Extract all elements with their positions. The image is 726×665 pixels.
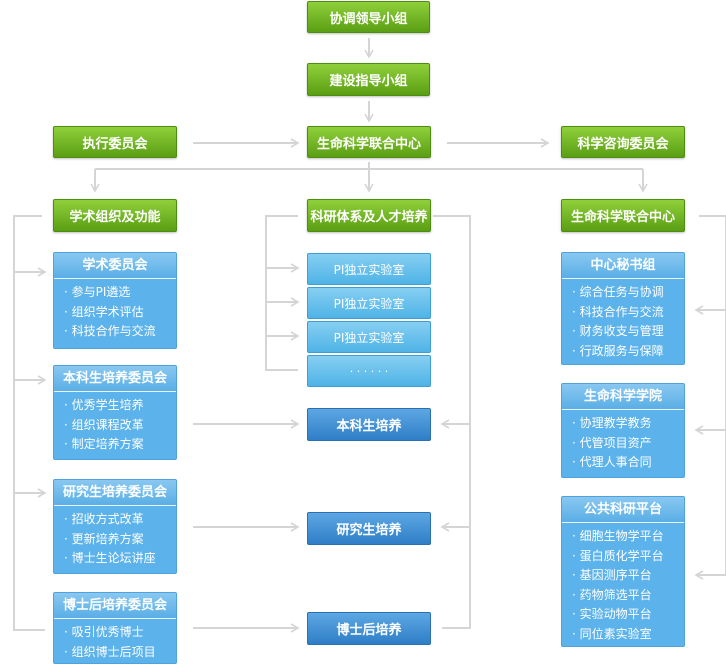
- life-science-center-node: 生命科学联合中心: [307, 126, 431, 158]
- list-item: · 组织学术评估: [64, 304, 144, 319]
- list-item: · 科技合作与交流: [572, 304, 664, 319]
- pi-lab-node: PI独立实验室: [307, 287, 431, 319]
- life-science-school-panel: 生命科学学院 · 协理教学教务 · 代管项目资产 · 代理人事合同: [561, 383, 685, 478]
- list-item: · 博士生论坛讲座: [64, 551, 156, 565]
- list-item: · 招收方式改革: [64, 512, 144, 526]
- list-item: · 细胞生物学平台: [572, 529, 664, 543]
- list-item: · 组织课程改革: [64, 417, 144, 432]
- graduate-training-node: 研究生培养: [307, 512, 431, 545]
- postdoc-committee-panel: 博士后培养委员会 · 吸引优秀博士 · 组织博士后项目: [53, 592, 177, 664]
- list-item: · 组织博士后项目: [64, 644, 156, 659]
- panel-title: 博士后培养委员会: [54, 593, 176, 619]
- academic-org-node: 学术组织及功能: [53, 199, 177, 232]
- list-item: · 蛋白质化学平台: [572, 548, 664, 563]
- list-item: · 代管项目资产: [572, 435, 652, 450]
- advisory-committee-node: 科学咨询委员会: [561, 126, 685, 158]
- life-science-center-node-2: 生命科学联合中心: [561, 199, 685, 232]
- list-item: · 科技合作与交流: [64, 324, 156, 338]
- academic-committee-panel: 学术委员会 · 参与PI遴选 · 组织学术评估 · 科技合作与交流: [53, 252, 177, 349]
- list-item: · 综合任务与协调: [572, 285, 664, 299]
- panel-title: 本科生培养委员会: [54, 366, 176, 392]
- panel-title: 生命科学学院: [562, 384, 684, 410]
- pi-lab-node: PI独立实验室: [307, 321, 431, 353]
- list-item: · 财务收支与管理: [572, 324, 664, 338]
- list-item: · 实验动物平台: [572, 607, 652, 621]
- list-item: · 药物筛选平台: [572, 587, 652, 602]
- panel-title: 研究生培养委员会: [54, 480, 176, 506]
- list-item: · 同位素实验室: [572, 626, 652, 641]
- coordination-group-node: 协调领导小组: [307, 1, 430, 33]
- more-labs-node: · · · · · ·: [307, 355, 431, 387]
- middle-bracket: [265, 215, 298, 371]
- list-item: · 优秀学生培养: [64, 398, 144, 412]
- research-platform-panel: 公共科研平台 · 细胞生物学平台 · 蛋白质化学平台 · 基因测序平台 · 药物…: [561, 496, 685, 647]
- construction-group-node: 建设指导小组: [307, 63, 430, 96]
- panel-title: 学术委员会: [54, 253, 176, 279]
- list-item: · 制定培养方案: [64, 437, 144, 451]
- pi-lab-node: PI独立实验室: [307, 253, 431, 285]
- left-bracket: [13, 215, 45, 631]
- list-item: · 协理教学教务: [572, 416, 652, 430]
- list-item: · 吸引优秀博士: [64, 625, 144, 639]
- secretariat-panel: 中心秘书组 · 综合任务与协调 · 科技合作与交流 · 财务收支与管理 · 行政…: [561, 252, 685, 365]
- graduate-committee-panel: 研究生培养委员会 · 招收方式改革 · 更新培养方案 · 博士生论坛讲座: [53, 479, 177, 574]
- undergrad-training-node: 本科生培养: [307, 408, 431, 441]
- inner-right-bracket: [433, 215, 471, 629]
- undergrad-committee-panel: 本科生培养委员会 · 优秀学生培养 · 组织课程改革 · 制定培养方案: [53, 365, 177, 460]
- panel-title: 中心秘书组: [562, 253, 684, 279]
- panel-title: 公共科研平台: [562, 497, 684, 523]
- list-item: · 基因测序平台: [572, 568, 652, 582]
- research-system-node: 科研体系及人才培养: [307, 199, 431, 232]
- list-item: · 更新培养方案: [64, 531, 144, 546]
- executive-committee-node: 执行委员会: [53, 126, 177, 158]
- list-item: · 参与PI遴选: [64, 285, 131, 299]
- postdoc-training-node: 博士后培养: [307, 612, 431, 645]
- list-item: · 行政服务与保障: [572, 343, 664, 358]
- list-item: · 代理人事合同: [572, 455, 652, 469]
